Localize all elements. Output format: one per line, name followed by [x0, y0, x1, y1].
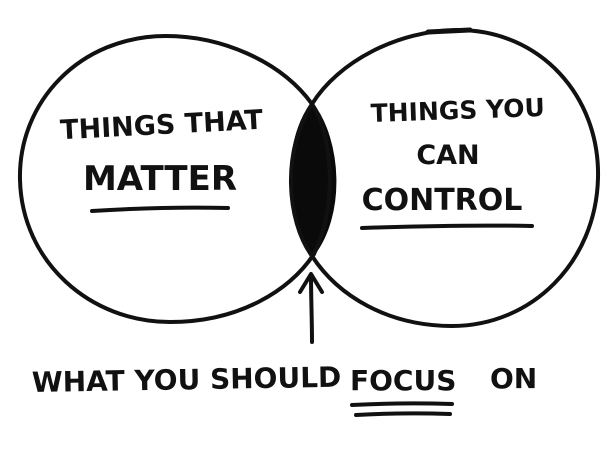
right-circle-underline: [360, 223, 534, 230]
bottom-label-suffix: ON: [490, 362, 537, 395]
right-circle-inner-arc: [289, 102, 314, 258]
right-circle: [310, 28, 601, 328]
bottom-label-prefix: WHAT YOU SHOULD: [32, 361, 342, 399]
right-circle-line1: THINGS YOU: [370, 93, 545, 128]
right-circle-line3: CONTROL: [362, 183, 523, 218]
left-circle-inner-arc: [310, 102, 332, 256]
left-circle-line2: MATTER: [83, 159, 237, 199]
right-circle-top-stroke: [425, 27, 473, 35]
focus-underline-2: [354, 411, 452, 417]
left-circle-underline: [90, 205, 230, 213]
left-circle-line1: THINGS THAT: [59, 105, 264, 147]
left-circle: [17, 34, 316, 324]
bottom-label-focus-word: FOCUS: [350, 364, 456, 397]
arrow-head-icon: [298, 272, 324, 294]
focus-underline-1: [350, 401, 454, 407]
arrow-shaft: [309, 274, 314, 344]
right-circle-line2: CAN: [416, 140, 479, 171]
